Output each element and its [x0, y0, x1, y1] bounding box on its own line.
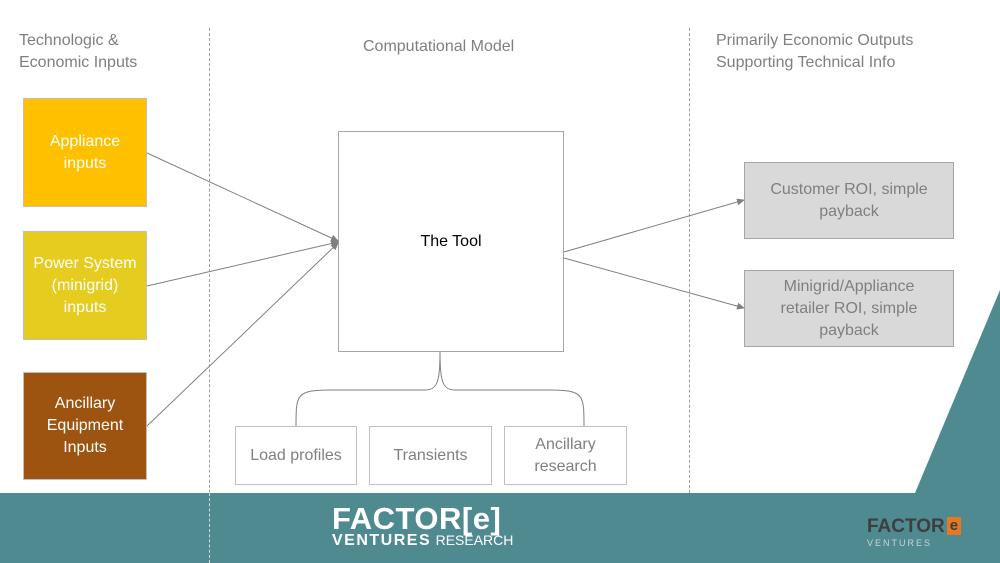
small-logo-ventures-text: VENTURES [867, 538, 933, 548]
power-system-inputs-box: Power System (minigrid) inputs [23, 231, 147, 340]
load-profiles-box: Load profiles [235, 426, 357, 485]
divider-left [209, 28, 210, 563]
customer-roi-label: Customer ROI, simple payback [770, 180, 928, 220]
inputs-header: Technologic & Economic Inputs [19, 32, 138, 71]
load-profiles-label: Load profiles [250, 446, 342, 464]
small-logo-factor-text: FACTOR [867, 516, 945, 537]
arrow-ancillary-to-tool [146, 242, 339, 427]
logo-ventures-text: VENTURES [332, 532, 432, 549]
tool-label: The Tool [420, 232, 482, 250]
appliance-inputs-label: Appliance inputs [49, 132, 121, 172]
ancillary-equipment-inputs-box: Ancillary Equipment Inputs [23, 372, 147, 480]
factor-e-research-logo: FACTOR[e] VENTURES RESEARCH [332, 502, 532, 550]
brace-sub-modules [295, 351, 585, 427]
arrow-power-to-tool [146, 240, 339, 287]
divider-left-footer [209, 493, 210, 563]
logo-research-text: RESEARCH [435, 532, 514, 548]
transients-box: Transients [369, 426, 492, 485]
outputs-header: Primarily Economic Outputs Supporting Te… [716, 32, 914, 71]
logo-factor-text: FACTOR [332, 501, 462, 536]
retailer-roi-box: Minigrid/Appliance retailer ROI, simple … [744, 270, 954, 347]
appliance-inputs-box: Appliance inputs [23, 98, 147, 207]
arrow-appliance-to-tool [146, 152, 339, 242]
logo-e-bracket: [e] [461, 501, 502, 536]
tool-box: The Tool [338, 131, 564, 352]
ancillary-research-box: Ancillary research [504, 426, 627, 485]
footer-band [0, 493, 1000, 563]
ancillary-research-label: Ancillary research [534, 435, 597, 475]
model-header: Computational Model [363, 38, 515, 55]
arrow-tool-to-retailer-roi [563, 257, 745, 310]
retailer-roi-label: Minigrid/Appliance retailer ROI, simple … [780, 277, 918, 339]
power-system-inputs-label: Power System (minigrid) inputs [33, 254, 137, 316]
small-logo-e-box: e [946, 517, 962, 535]
transients-label: Transients [393, 446, 468, 464]
arrow-tool-to-customer-roi [563, 198, 745, 253]
divider-right [689, 28, 690, 493]
ancillary-equipment-inputs-label: Ancillary Equipment Inputs [46, 395, 124, 456]
